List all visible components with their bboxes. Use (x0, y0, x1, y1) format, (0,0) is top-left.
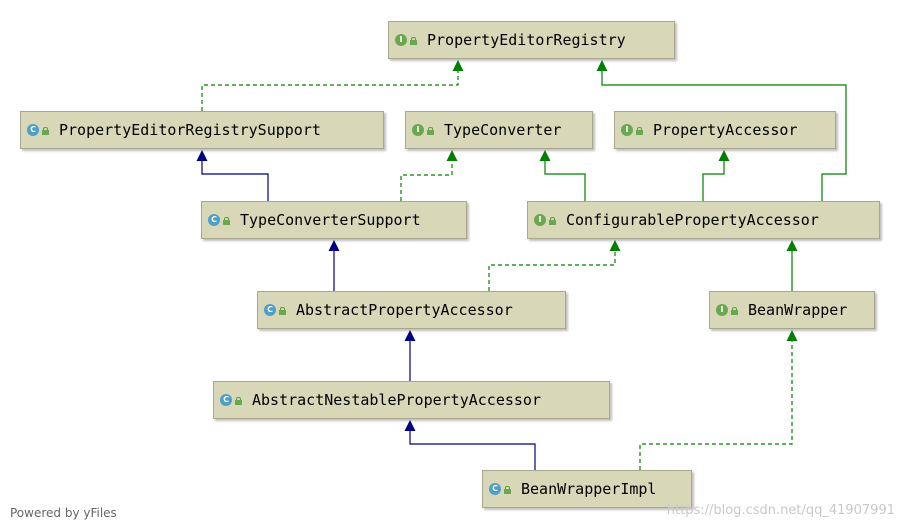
node-label: PropertyEditorRegistry (427, 31, 626, 49)
edge-TypeConverterSupport-to-PropertyEditorRegistrySupport (201, 161, 269, 201)
node-BeanWrapper[interactable]: I BeanWrapper (709, 291, 875, 329)
powered-by-label: Powered by yFiles (10, 506, 117, 520)
node-PropertyAccessor[interactable]: I PropertyAccessor (614, 111, 836, 149)
watermark-text: https://blog.csdn.net/qq_41907991 (666, 503, 895, 518)
node-label: ConfigurablePropertyAccessor (566, 211, 819, 229)
public-access-icon (549, 216, 556, 225)
edge-BeanWrapperImpl-to-AbstractNestablePropertyAccessor (409, 431, 536, 470)
public-access-icon (504, 485, 511, 494)
node-TypeConverterSupport[interactable]: C TypeConverterSupport (201, 201, 467, 239)
node-ConfigurablePropertyAccessor[interactable]: I ConfigurablePropertyAccessor (527, 201, 880, 239)
node-label: PropertyAccessor (653, 121, 798, 139)
edge-BeanWrapperImpl-to-BeanWrapper (639, 341, 793, 470)
edge-PropertyEditorRegistrySupport-to-PropertyEditorRegistry (201, 71, 459, 111)
public-access-icon (636, 126, 643, 135)
interface-icon: I (412, 124, 424, 136)
public-access-icon (42, 126, 49, 135)
arrowhead-PropertyEditorRegistrySupport-to-PropertyEditorRegistry (452, 60, 464, 71)
node-label: TypeConverter (444, 121, 562, 139)
node-label: BeanWrapper (748, 301, 848, 319)
public-access-icon (427, 126, 434, 135)
arrowhead-BeanWrapper-to-ConfigurablePropertyAccessor (786, 240, 798, 251)
class-icon: C (489, 483, 501, 495)
arrowhead-ConfigurablePropertyAccessor-to-PropertyEditorRegistry (596, 60, 608, 71)
node-label: PropertyEditorRegistrySupport (59, 121, 321, 139)
node-BeanWrapperImpl[interactable]: C BeanWrapperImpl (482, 470, 692, 508)
edge-AbstractPropertyAccessor-to-ConfigurablePropertyAccessor (488, 251, 616, 291)
interface-icon: I (534, 214, 546, 226)
node-TypeConverter[interactable]: I TypeConverter (405, 111, 593, 149)
public-access-icon (223, 216, 230, 225)
interface-icon: I (395, 34, 407, 46)
edge-TypeConverterSupport-to-TypeConverter (400, 161, 453, 201)
interface-icon: I (716, 304, 728, 316)
node-label: BeanWrapperImpl (521, 480, 657, 498)
class-icon: C (27, 124, 39, 136)
edge-ConfigurablePropertyAccessor-to-PropertyEditorRegistry (601, 71, 847, 201)
public-access-icon (235, 396, 242, 405)
class-icon: C (264, 304, 276, 316)
public-access-icon (279, 306, 286, 315)
arrowhead-TypeConverterSupport-to-PropertyEditorRegistrySupport (196, 150, 208, 161)
node-AbstractNestablePropertyAccessor[interactable]: C AbstractNestablePropertyAccessor (213, 381, 610, 419)
class-icon: C (220, 394, 232, 406)
arrowhead-AbstractPropertyAccessor-to-ConfigurablePropertyAccessor (609, 240, 621, 251)
class-icon: C (208, 214, 220, 226)
edge-ConfigurablePropertyAccessor-to-PropertyAccessor (702, 161, 725, 201)
public-access-icon (731, 306, 738, 315)
interface-icon: I (621, 124, 633, 136)
arrowhead-ConfigurablePropertyAccessor-to-TypeConverter (539, 150, 551, 161)
arrowhead-BeanWrapperImpl-to-AbstractNestablePropertyAccessor (404, 420, 416, 431)
public-access-icon (410, 36, 417, 45)
arrowhead-AbstractNestablePropertyAccessor-to-AbstractPropertyAccessor (404, 330, 416, 341)
node-label: AbstractNestablePropertyAccessor (252, 391, 541, 409)
arrowhead-ConfigurablePropertyAccessor-to-PropertyAccessor (718, 150, 730, 161)
arrowhead-AbstractPropertyAccessor-to-TypeConverterSupport (328, 240, 340, 251)
arrowhead-TypeConverterSupport-to-TypeConverter (446, 150, 458, 161)
edge-ConfigurablePropertyAccessor-to-TypeConverter (544, 161, 586, 201)
node-PropertyEditorRegistry[interactable]: I PropertyEditorRegistry (388, 21, 675, 59)
node-label: AbstractPropertyAccessor (296, 301, 513, 319)
node-label: TypeConverterSupport (240, 211, 421, 229)
arrowhead-BeanWrapperImpl-to-BeanWrapper (786, 330, 798, 341)
node-PropertyEditorRegistrySupport[interactable]: C PropertyEditorRegistrySupport (20, 111, 384, 149)
node-AbstractPropertyAccessor[interactable]: C AbstractPropertyAccessor (257, 291, 566, 329)
